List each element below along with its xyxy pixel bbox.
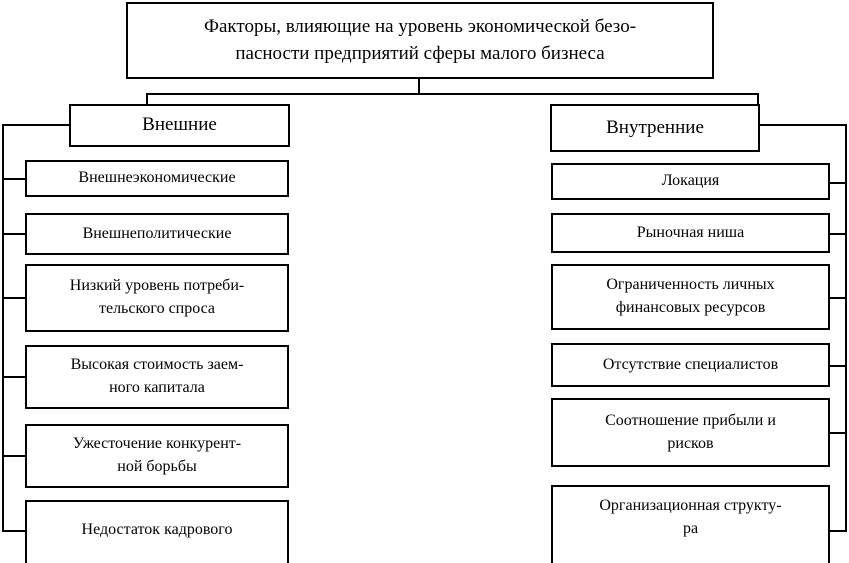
leaf-internal-1-label: Локация <box>661 172 720 190</box>
stub-external-5 <box>2 455 26 457</box>
diagram-title-box: Факторы, влияющие на уровень экономическ… <box>126 2 714 79</box>
leaf-internal-1: Локация <box>551 163 830 200</box>
stub-internal-4 <box>829 365 847 367</box>
leaf-external-3: Низкий уровень потреби- тельского спроса <box>25 264 289 332</box>
leaf-internal-4-label: Отсутствие специалистов <box>602 355 779 373</box>
spine-external-top-stub <box>2 124 70 126</box>
leaf-external-6: Недостаток кадрового <box>25 500 289 563</box>
stub-external-2 <box>2 233 26 235</box>
leaf-external-1: Внешнеэкономические <box>25 160 289 197</box>
stub-external-6 <box>2 530 26 532</box>
leaf-internal-5: Соотношение прибыли и рисков <box>551 398 830 467</box>
leaf-external-4-label: Высокая стоимость заем- ного капитала <box>70 356 244 396</box>
stub-external-4 <box>2 376 26 378</box>
spine-internal-top-stub <box>759 124 847 126</box>
leaf-internal-3: Ограниченность личных финансовых ресурсо… <box>551 264 830 330</box>
leaf-internal-3-label: Ограниченность личных финансовых ресурсо… <box>606 276 775 316</box>
stub-internal-6 <box>829 530 847 532</box>
spine-internal <box>845 124 847 531</box>
branch-head-internal-label: Внутренние <box>606 116 704 138</box>
branch-head-internal: Внутренние <box>550 104 760 152</box>
branch-head-external-label: Внешние <box>142 114 217 136</box>
connector-horizontal-bar <box>146 93 759 95</box>
connector-title-stem <box>418 79 420 94</box>
branch-head-external: Внешние <box>69 104 290 147</box>
leaf-external-3-label: Низкий уровень потреби- тельского спроса <box>69 277 245 317</box>
leaf-external-5-label: Ужесточение конкурент- ной борьбы <box>72 435 242 475</box>
leaf-external-4: Высокая стоимость заем- ного капитала <box>25 345 289 409</box>
leaf-internal-2: Рыночная ниша <box>551 213 830 253</box>
leaf-internal-5-label: Соотношение прибыли и рисков <box>605 411 776 452</box>
leaf-external-1-label: Внешнеэкономические <box>78 169 236 187</box>
stub-internal-5 <box>829 432 847 434</box>
leaf-external-5: Ужесточение конкурент- ной борьбы <box>25 424 289 488</box>
connector-drop-external <box>146 93 148 106</box>
stub-internal-1 <box>829 182 847 184</box>
stub-external-1 <box>2 178 26 180</box>
leaf-external-2-label: Внешнеполитические <box>82 224 232 242</box>
leaf-external-6-label: Недостаток кадрового <box>81 520 233 538</box>
stub-internal-3 <box>829 297 847 299</box>
diagram-title-text: Факторы, влияющие на уровень экономическ… <box>203 15 637 64</box>
spine-external <box>2 124 4 531</box>
stub-external-3 <box>2 297 26 299</box>
stub-internal-2 <box>829 233 847 235</box>
leaf-external-2: Внешнеполитические <box>25 213 289 255</box>
leaf-internal-6: Организационная структу- ра <box>551 485 830 563</box>
leaf-internal-4: Отсутствие специалистов <box>551 343 830 387</box>
leaf-internal-2-label: Рыночная ниша <box>636 223 745 241</box>
connector-drop-internal <box>757 93 759 106</box>
leaf-internal-6-label: Организационная структу- ра <box>599 497 782 537</box>
